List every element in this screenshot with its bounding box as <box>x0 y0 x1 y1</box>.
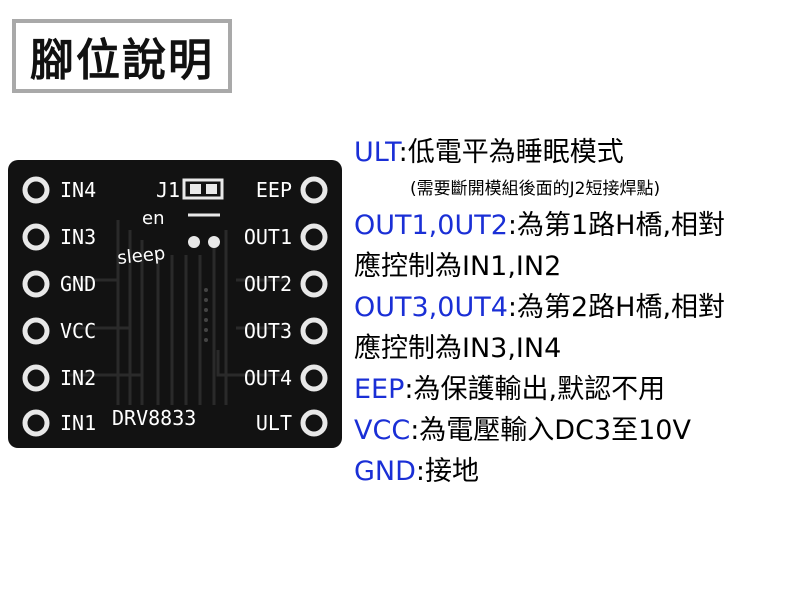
desc-out12-cont: 應控制為IN1,IN2 <box>354 246 798 287</box>
pin-label-gnd: GND <box>60 272 96 296</box>
desc-key: GND <box>354 456 416 487</box>
left-pin-pads <box>22 176 50 437</box>
desc-text: (需要斷開模組後面的J2短接焊點) <box>410 179 661 199</box>
title-box: 腳位說明 <box>12 19 232 93</box>
right-pin-pads <box>300 176 328 437</box>
pcb-drawing: IN4 IN3 GND VCC IN2 IN1 EEP OUT1 OUT2 OU… <box>8 160 342 448</box>
desc-ult-note: (需要斷開模組後面的J2短接焊點) <box>354 173 798 205</box>
pin-label-out3: OUT3 <box>244 319 292 343</box>
pin-label-in4: IN4 <box>60 178 96 202</box>
desc-key: VCC <box>354 415 411 446</box>
via-pad-a <box>188 236 200 248</box>
desc-ult: ULT:低電平為睡眠模式 <box>354 132 798 173</box>
desc-out12: OUT1,0UT2:為第1路H橋,相對 <box>354 205 798 246</box>
desc-out34: OUT3,0UT4:為第2路H橋,相對 <box>354 287 798 328</box>
desc-text: :為保護輸出,默認不用 <box>404 374 666 405</box>
sleep-label: sleep <box>116 243 166 269</box>
desc-key: ULT <box>354 137 399 168</box>
desc-eep: EEP:為保護輸出,默認不用 <box>354 369 798 410</box>
en-label: en <box>142 208 164 229</box>
pcb-body <box>8 160 342 448</box>
pin-description-list: ULT:低電平為睡眠模式 (需要斷開模組後面的J2短接焊點) OUT1,0UT2… <box>354 132 798 492</box>
jumper-pad-right <box>206 184 217 194</box>
desc-text: :為第2路H橋,相對 <box>507 292 726 323</box>
pin-label-out1: OUT1 <box>244 225 292 249</box>
desc-text: 應控制為IN1,IN2 <box>354 251 562 282</box>
chip-label: DRV8833 <box>112 406 196 430</box>
pin-label-eep: EEP <box>256 178 292 202</box>
pin-label-in3: IN3 <box>60 225 96 249</box>
pin-label-vcc: VCC <box>60 319 96 343</box>
desc-out34-cont: 應控制為IN3,IN4 <box>354 328 798 369</box>
desc-text: :為第1路H橋,相對 <box>507 210 726 241</box>
desc-text: :為電壓輸入DC3至10V <box>410 415 691 446</box>
desc-key: OUT1,0UT2 <box>354 210 508 241</box>
drv8833-board-image: IN4 IN3 GND VCC IN2 IN1 EEP OUT1 OUT2 OU… <box>8 160 342 448</box>
pin-label-in2: IN2 <box>60 366 96 390</box>
pcb-traces <box>68 220 288 405</box>
jumper-label: J1 <box>156 178 180 202</box>
page-title: 腳位說明 <box>30 35 214 86</box>
pin-label-out4: OUT4 <box>244 366 292 390</box>
via-pad-b <box>208 236 220 248</box>
desc-text: :低電平為睡眠模式 <box>398 137 624 168</box>
desc-key: EEP <box>354 374 405 405</box>
desc-key: OUT3,0UT4 <box>354 292 508 323</box>
pin-label-out2: OUT2 <box>244 272 292 296</box>
jumper-pad-left <box>190 184 201 194</box>
desc-text: :接地 <box>415 456 480 487</box>
jumper-outline <box>182 178 224 200</box>
desc-text: 應控制為IN3,IN4 <box>354 333 562 364</box>
pin-label-ult: ULT <box>256 411 292 435</box>
desc-vcc: VCC:為電壓輸入DC3至10V <box>354 410 798 451</box>
pcb-vias <box>204 288 208 342</box>
pin-label-in1: IN1 <box>60 411 96 435</box>
desc-gnd: GND:接地 <box>354 451 798 492</box>
